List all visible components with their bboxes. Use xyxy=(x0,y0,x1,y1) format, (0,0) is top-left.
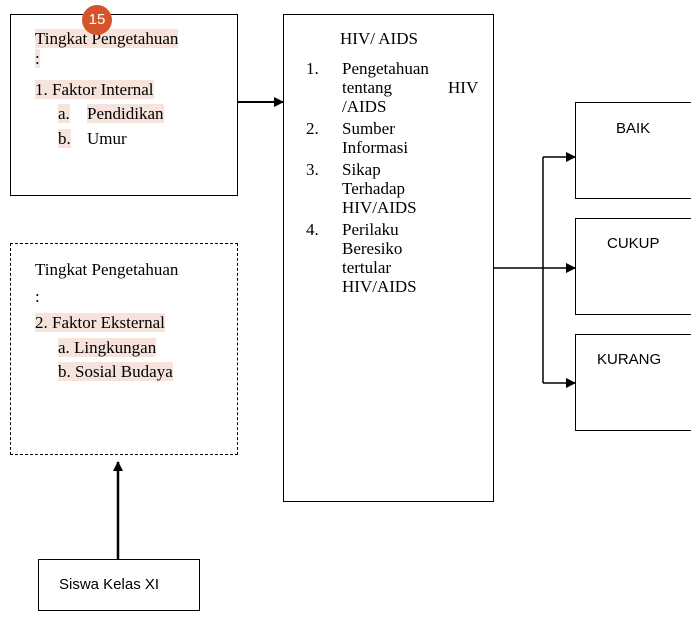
center-item-4-line-4: HIV/AIDS xyxy=(342,277,417,296)
center-item-4-line-3: tertular xyxy=(342,258,392,277)
center-item-1-line-2b: HIV xyxy=(448,78,479,97)
internal-box-colon: : xyxy=(35,49,40,68)
external-item-a: a. Lingkungan xyxy=(58,338,157,357)
center-item-4-line-1: Perilaku xyxy=(342,220,399,239)
center-item-3-line-3: HIV/AIDS xyxy=(342,198,417,217)
internal-item-a-letter: a. xyxy=(58,104,70,123)
center-item-3-line-1: Sikap xyxy=(342,160,381,179)
student-label: Siswa Kelas XI xyxy=(59,576,160,593)
center-item-2-line-2: Informasi xyxy=(342,138,409,157)
student-box: Siswa Kelas XI xyxy=(38,559,200,611)
internal-item-b-letter: b. xyxy=(58,129,71,148)
center-item-1-number: 1. xyxy=(306,59,319,78)
external-box-title: Tingkat Pengetahuan xyxy=(35,260,179,279)
outcome-label-baik: BAIK xyxy=(616,120,651,137)
center-item-3-line-2: Terhadap xyxy=(342,179,405,198)
outcome-box-cukup: CUKUP xyxy=(575,218,691,315)
comment-badge[interactable]: 15 xyxy=(82,5,112,35)
center-item-1-line-1: Pengetahuan xyxy=(342,59,429,78)
center-item-2-number: 2. xyxy=(306,119,319,138)
center-item-2-line-1: Sumber xyxy=(342,119,395,138)
external-box-colon: : xyxy=(35,287,40,306)
outcome-box-baik: BAIK xyxy=(575,102,691,199)
internal-item-a-text: Pendidikan xyxy=(87,104,164,123)
hiv-aids-title: HIV/ AIDS xyxy=(340,29,418,48)
external-factor-heading: 2. Faktor Eksternal xyxy=(35,313,165,332)
center-item-4-number: 4. xyxy=(306,220,319,239)
center-item-1-line-3: /AIDS xyxy=(342,97,387,116)
internal-box-title: Tingkat Pengetahuan xyxy=(35,29,179,48)
center-item-1-line-2a: tentang xyxy=(342,78,393,97)
internal-factors-box: Tingkat Pengetahuan : 1. Faktor Internal… xyxy=(10,14,238,196)
external-item-b: b. Sosial Budaya xyxy=(58,362,173,381)
internal-item-b-text: Umur xyxy=(87,129,127,148)
external-factors-box: Tingkat Pengetahuan : 2. Faktor Eksterna… xyxy=(10,243,238,455)
center-item-3-number: 3. xyxy=(306,160,319,179)
outcome-box-kurang: KURANG xyxy=(575,334,691,431)
hiv-aids-box: HIV/ AIDS 1. Pengetahuan tentang HIV /AI… xyxy=(283,14,494,502)
outcome-label-cukup: CUKUP xyxy=(607,235,660,252)
outcome-label-kurang: KURANG xyxy=(597,351,662,368)
center-item-4-line-2: Beresiko xyxy=(342,239,403,258)
internal-factor-heading: 1. Faktor Internal xyxy=(35,80,154,99)
